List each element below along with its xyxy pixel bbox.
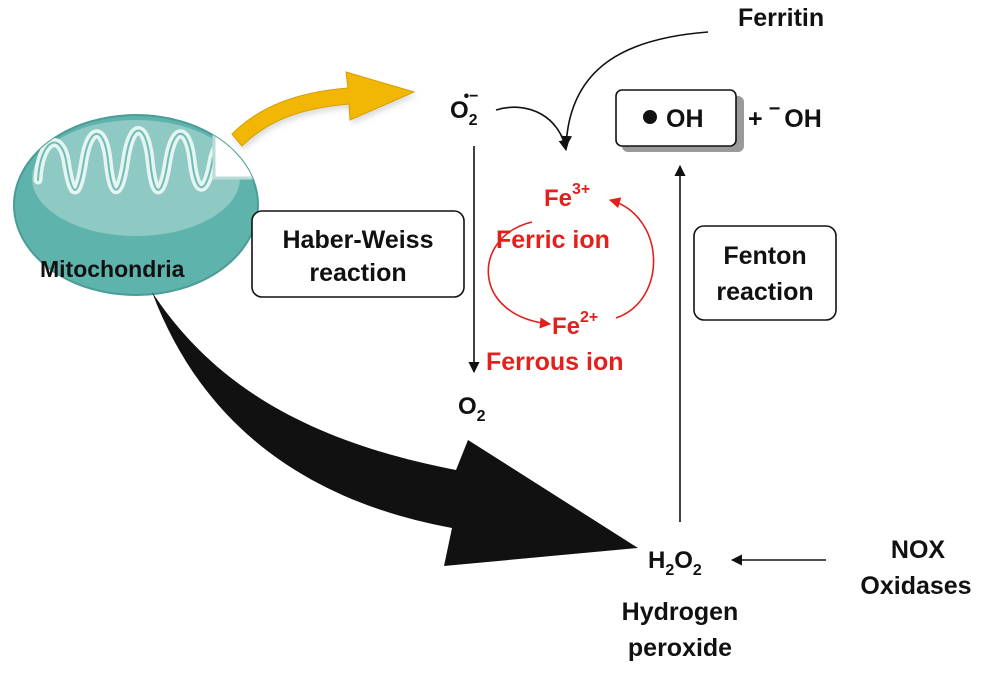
fenton-box	[693, 225, 837, 321]
radical-dot-icon	[643, 110, 657, 124]
superoxide-label: O2•−	[450, 88, 479, 129]
nox-label: NOX	[891, 536, 946, 564]
h2o2-label: H2O2	[648, 547, 702, 579]
mitochondria-label: Mitochondria	[40, 256, 185, 282]
oxidases-label: Oxidases	[860, 572, 971, 600]
arrow-ferritin-to-ferric	[560, 31, 709, 148]
haber-weiss-line2: reaction	[309, 259, 406, 287]
haber-weiss-box	[251, 210, 465, 298]
hydroxyl-box	[615, 89, 737, 147]
hydroxide-label: +−OH	[748, 98, 822, 133]
ferric-ion-label: Ferric ion	[496, 226, 610, 254]
hydroxyl-radical-label: OH	[666, 105, 704, 133]
fenton-line2: reaction	[716, 278, 813, 306]
red-arrow-ferrous-to-ferric	[608, 197, 655, 319]
ferrous-ion-label: Ferrous ion	[486, 348, 624, 376]
oxygen-label: O2	[458, 393, 486, 425]
red-arrow-ferric-to-ferrous	[487, 221, 552, 329]
ferric-formula: Fe3+	[544, 181, 590, 212]
fenton-line1: Fenton	[723, 242, 806, 270]
peroxide-label: peroxide	[628, 634, 732, 662]
hydrogen-label: Hydrogen	[622, 598, 739, 626]
mitochondria-icon	[13, 114, 259, 296]
ferritin-label: Ferritin	[738, 4, 824, 32]
ferrous-formula: Fe2+	[552, 309, 598, 340]
large-black-arrow	[152, 292, 638, 566]
haber-weiss-line1: Haber-Weiss	[283, 226, 434, 254]
arrow-superoxide-to-ferric	[495, 106, 570, 152]
yellow-curved-arrow	[231, 71, 416, 150]
